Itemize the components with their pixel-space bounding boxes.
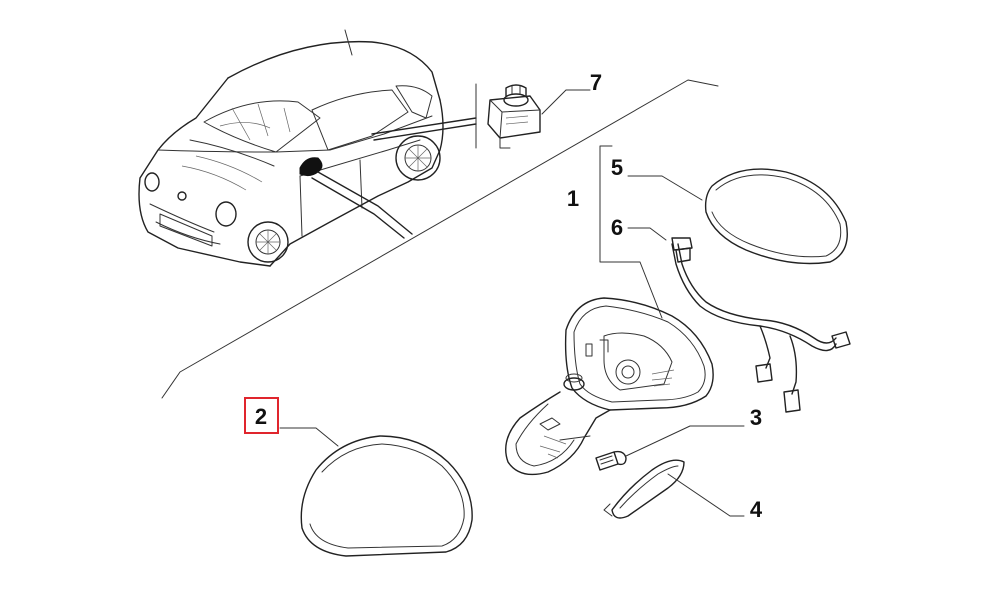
callout-1: 1 (567, 186, 579, 211)
part-6-wiring-harness (627, 227, 851, 413)
callout-5: 5 (611, 155, 623, 180)
callout-7: 7 (590, 70, 602, 95)
part-5-mirror-glass (627, 168, 848, 265)
mirror-location-leader (311, 171, 413, 239)
part-7-mirror-switch (487, 84, 591, 149)
part-3-screw (595, 425, 745, 471)
part-4-trim-cover (603, 459, 745, 519)
callout-4: 4 (750, 497, 763, 522)
callout-2: 2 (255, 404, 267, 429)
car-illustration (138, 29, 444, 267)
callout-6: 6 (611, 215, 623, 240)
section-divider (161, 79, 719, 399)
switch-location-leader (371, 83, 477, 149)
part-1-mirror-assembly (505, 145, 714, 476)
callout-3: 3 (750, 405, 762, 430)
part-2-mirror-cap (279, 427, 473, 557)
callout-labels: 7 5 1 6 3 4 2 (244, 70, 763, 522)
callout-2-highlight-box (244, 397, 279, 434)
